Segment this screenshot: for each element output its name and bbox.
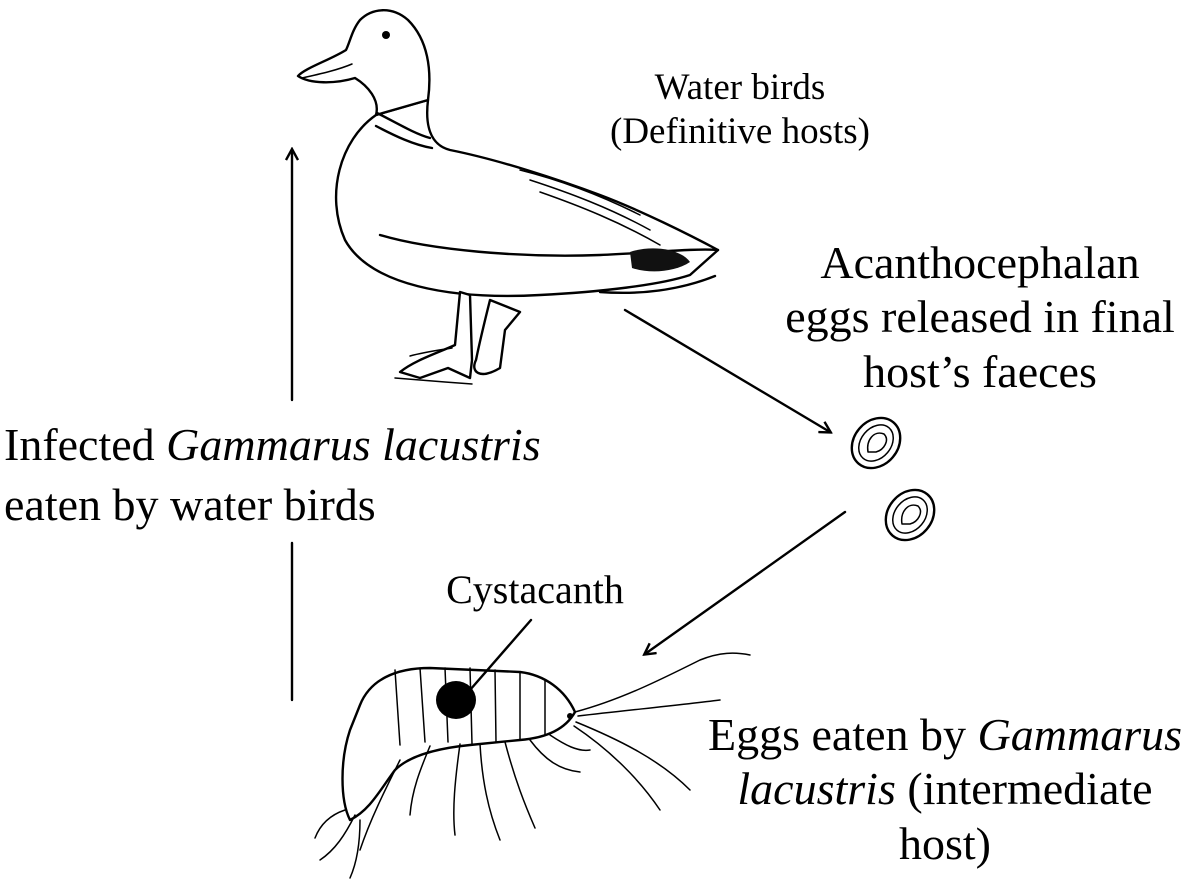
egg-upper bbox=[842, 408, 910, 478]
eggs-released-line1: Acanthocephalan bbox=[765, 236, 1195, 290]
eggs-eaten-line1-species: Gammarus bbox=[978, 709, 1182, 760]
definitive-host-line1: Water birds bbox=[585, 66, 895, 110]
eggs-eaten-line2-species: lacustris bbox=[737, 763, 895, 814]
eggs-eaten-line3: host) bbox=[690, 817, 1200, 871]
eggs-released-label: Acanthocephalan eggs released in final h… bbox=[765, 236, 1195, 399]
infected-line1-prefix: Infected bbox=[4, 419, 166, 470]
eggs-eaten-line2-suffix: (intermediate bbox=[896, 763, 1153, 814]
eggs-released-line3: host’s faeces bbox=[765, 345, 1195, 399]
eggs-released-line2: eggs released in final bbox=[765, 290, 1195, 344]
infected-line2: eaten by water birds bbox=[4, 478, 579, 532]
egg-lower bbox=[876, 480, 944, 550]
definitive-host-label: Water birds (Definitive hosts) bbox=[585, 66, 895, 153]
cystacanth-label: Cystacanth bbox=[420, 566, 650, 613]
infected-gammarus-label: Infected Gammarus lacustris eaten by wat… bbox=[4, 418, 579, 533]
eggs-eaten-line1-prefix: Eggs eaten by bbox=[708, 709, 978, 760]
eggs-eaten-label: Eggs eaten by Gammarus lacustris (interm… bbox=[690, 708, 1200, 871]
definitive-host-line2: (Definitive hosts) bbox=[585, 110, 895, 154]
arrow-eggs-to-amphipod bbox=[645, 512, 845, 654]
amphipod-illustration bbox=[315, 653, 750, 878]
infected-line1-species: Gammarus lacustris bbox=[166, 419, 540, 470]
